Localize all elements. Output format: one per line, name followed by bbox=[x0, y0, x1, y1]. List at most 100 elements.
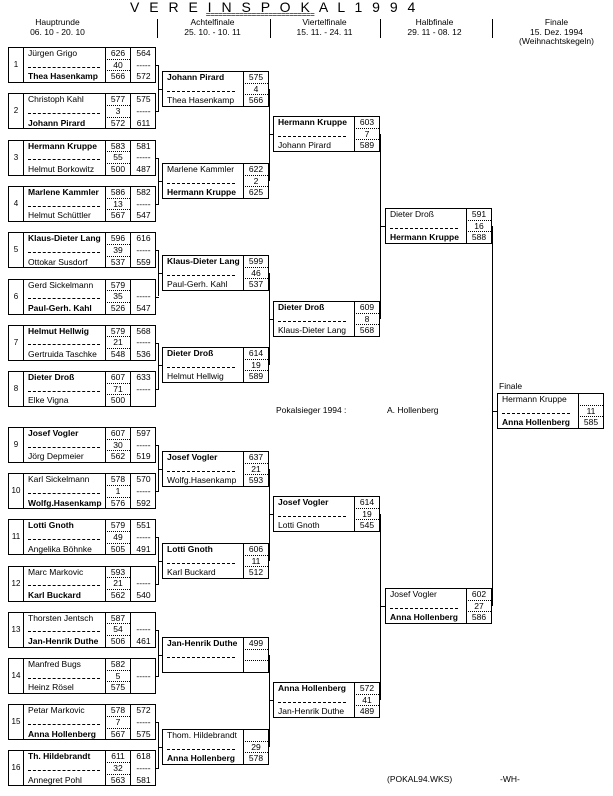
separator-line bbox=[167, 274, 235, 276]
pin-difference: 7 bbox=[105, 716, 130, 729]
player-row-mid: 11 bbox=[498, 405, 603, 418]
player-row-mid: 4 bbox=[163, 83, 268, 96]
score-1: 548 bbox=[105, 349, 130, 361]
score: 593 bbox=[243, 475, 268, 488]
connector-line bbox=[158, 365, 162, 366]
score-1: 611 bbox=[105, 751, 130, 764]
connector-line bbox=[156, 537, 159, 539]
pin-difference: 21 bbox=[105, 578, 130, 590]
score: 512 bbox=[243, 567, 268, 580]
separator-line bbox=[278, 515, 346, 517]
score-2: 597 bbox=[130, 428, 156, 440]
separator-line bbox=[28, 205, 100, 207]
header-viertelfinale: Viertelfinale 15. 11. - 24. 11 bbox=[272, 17, 377, 37]
connector-line bbox=[156, 629, 159, 631]
player-row-mid: 11 bbox=[163, 555, 268, 568]
pin-difference: 40 bbox=[105, 59, 130, 72]
player-name: Elke Vigna bbox=[28, 395, 69, 406]
score: 499 bbox=[243, 638, 268, 650]
pin-difference-2: ----- bbox=[130, 291, 156, 303]
separator-line bbox=[28, 112, 100, 114]
score: 585 bbox=[578, 417, 603, 430]
score-2: 611 bbox=[130, 117, 156, 130]
player-name: Hermann Kruppe bbox=[502, 394, 567, 404]
score-1: 579 bbox=[105, 325, 130, 338]
score-1: 578 bbox=[105, 474, 130, 486]
score-2: 616 bbox=[130, 233, 156, 245]
connector-line bbox=[158, 65, 159, 112]
player-row-mid: 16 bbox=[386, 220, 491, 233]
score-2: 547 bbox=[130, 302, 156, 315]
round-name: Viertelfinale bbox=[302, 17, 347, 27]
player-name: Thorsten Jentsch bbox=[28, 612, 94, 623]
pin-difference: 4 bbox=[243, 83, 268, 96]
score: 489 bbox=[354, 706, 379, 719]
score-1: 583 bbox=[105, 140, 130, 153]
player-row-mid: 19 bbox=[163, 359, 268, 372]
pin-difference: 8 bbox=[354, 313, 379, 326]
separator-line bbox=[167, 748, 235, 750]
score-2: 582 bbox=[130, 186, 156, 199]
separator-line bbox=[28, 539, 100, 541]
connector-line bbox=[158, 469, 162, 470]
connector-line bbox=[156, 342, 159, 344]
pin-difference-2: ----- bbox=[130, 670, 156, 683]
separator-line bbox=[28, 723, 100, 725]
player-name: Ottokar Susdorf bbox=[28, 256, 88, 267]
player-name: Johann Pirard bbox=[167, 72, 225, 82]
player-name: Josef Vogler bbox=[28, 428, 79, 438]
pin-difference: 41 bbox=[354, 694, 379, 707]
score-1: 562 bbox=[105, 589, 130, 602]
score bbox=[578, 394, 603, 406]
score-2: 559 bbox=[130, 256, 156, 269]
player-name: Gerd Sickelmann bbox=[28, 279, 94, 290]
player-row-mid: 2 bbox=[163, 175, 268, 188]
pin-difference-2: ----- bbox=[130, 763, 156, 775]
pin-difference: 21 bbox=[243, 463, 268, 476]
pin-difference-2: ----- bbox=[130, 337, 156, 350]
player-row-mid: 49----- bbox=[24, 532, 155, 544]
player-name: Th. Hildebrandt bbox=[28, 751, 91, 762]
pin-difference: 21 bbox=[105, 337, 130, 350]
score: 637 bbox=[243, 452, 268, 464]
round-name: Achtelfinale bbox=[190, 17, 235, 27]
player-row-mid: 29 bbox=[163, 741, 268, 754]
score-2: 568 bbox=[130, 325, 156, 338]
connector-line bbox=[492, 411, 497, 412]
separator-line bbox=[167, 470, 235, 472]
match-number: 16 bbox=[9, 751, 24, 786]
player-name: Hermann Kruppe bbox=[28, 140, 97, 151]
score-1: 579 bbox=[105, 520, 130, 533]
pin-difference-2: ----- bbox=[130, 152, 156, 164]
score: 568 bbox=[354, 325, 379, 338]
connector-line bbox=[158, 655, 162, 656]
pin-difference: 11 bbox=[243, 555, 268, 568]
score-1: 607 bbox=[105, 428, 130, 440]
separator-line bbox=[28, 677, 100, 679]
match-number: 6 bbox=[9, 279, 24, 314]
score-2: 581 bbox=[130, 140, 156, 153]
score bbox=[243, 730, 268, 742]
separator-line bbox=[28, 159, 100, 161]
